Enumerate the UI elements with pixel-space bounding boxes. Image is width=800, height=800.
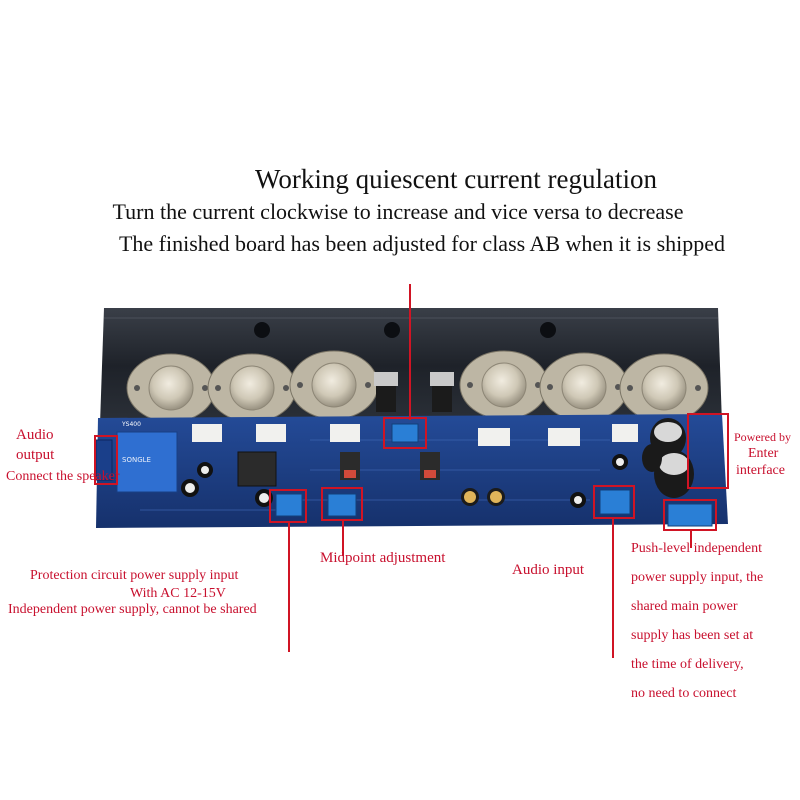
label-audio-input: Audio input: [512, 562, 585, 578]
label-audio-output-2: output: [16, 447, 55, 463]
relay-label: SONGLE: [122, 456, 151, 464]
label-protection-3: Independent power supply, cannot be shar…: [8, 602, 257, 617]
header-subtitle-2: The finished board has been adjusted for…: [118, 231, 726, 256]
label-protection-2: With AC 12-15V: [130, 586, 226, 601]
label-push-1: Push-level independent: [631, 541, 763, 556]
label-audio-output-1: Audio: [16, 427, 54, 443]
label-enter-2: interface: [736, 463, 785, 478]
label-midpoint-adjustment: Midpoint adjustment: [320, 550, 446, 566]
label-connect-speaker: Connect the speaker: [6, 469, 120, 484]
label-push-5: the time of delivery,: [631, 657, 744, 672]
label-push-4: supply has been set at: [631, 628, 754, 643]
label-push-2: power supply input, the: [631, 570, 764, 585]
pointer-line-protection: [288, 522, 290, 652]
label-enter-1: Enter: [748, 446, 779, 461]
header-title: Working quiescent current regulation: [255, 164, 657, 194]
pointer-line-audio-input: [612, 518, 614, 658]
pointer-line-midpoint: [342, 520, 344, 556]
pointer-line-push-level: [690, 530, 692, 548]
label-push-3: shared main power: [631, 599, 738, 614]
label-protection-1: Protection circuit power supply input: [30, 568, 239, 583]
label-powered-by: Powered by: [734, 430, 791, 444]
pcb: SONGLE YS400: [95, 414, 728, 528]
pcb-label: YS400: [121, 421, 141, 428]
driver-transistors: [374, 372, 454, 412]
label-push-6: no need to connect: [631, 686, 737, 701]
pointer-line-quiescent: [409, 284, 411, 420]
power-transistors: [126, 350, 709, 423]
header-subtitle-1: Turn the current clockwise to increase a…: [112, 199, 684, 224]
